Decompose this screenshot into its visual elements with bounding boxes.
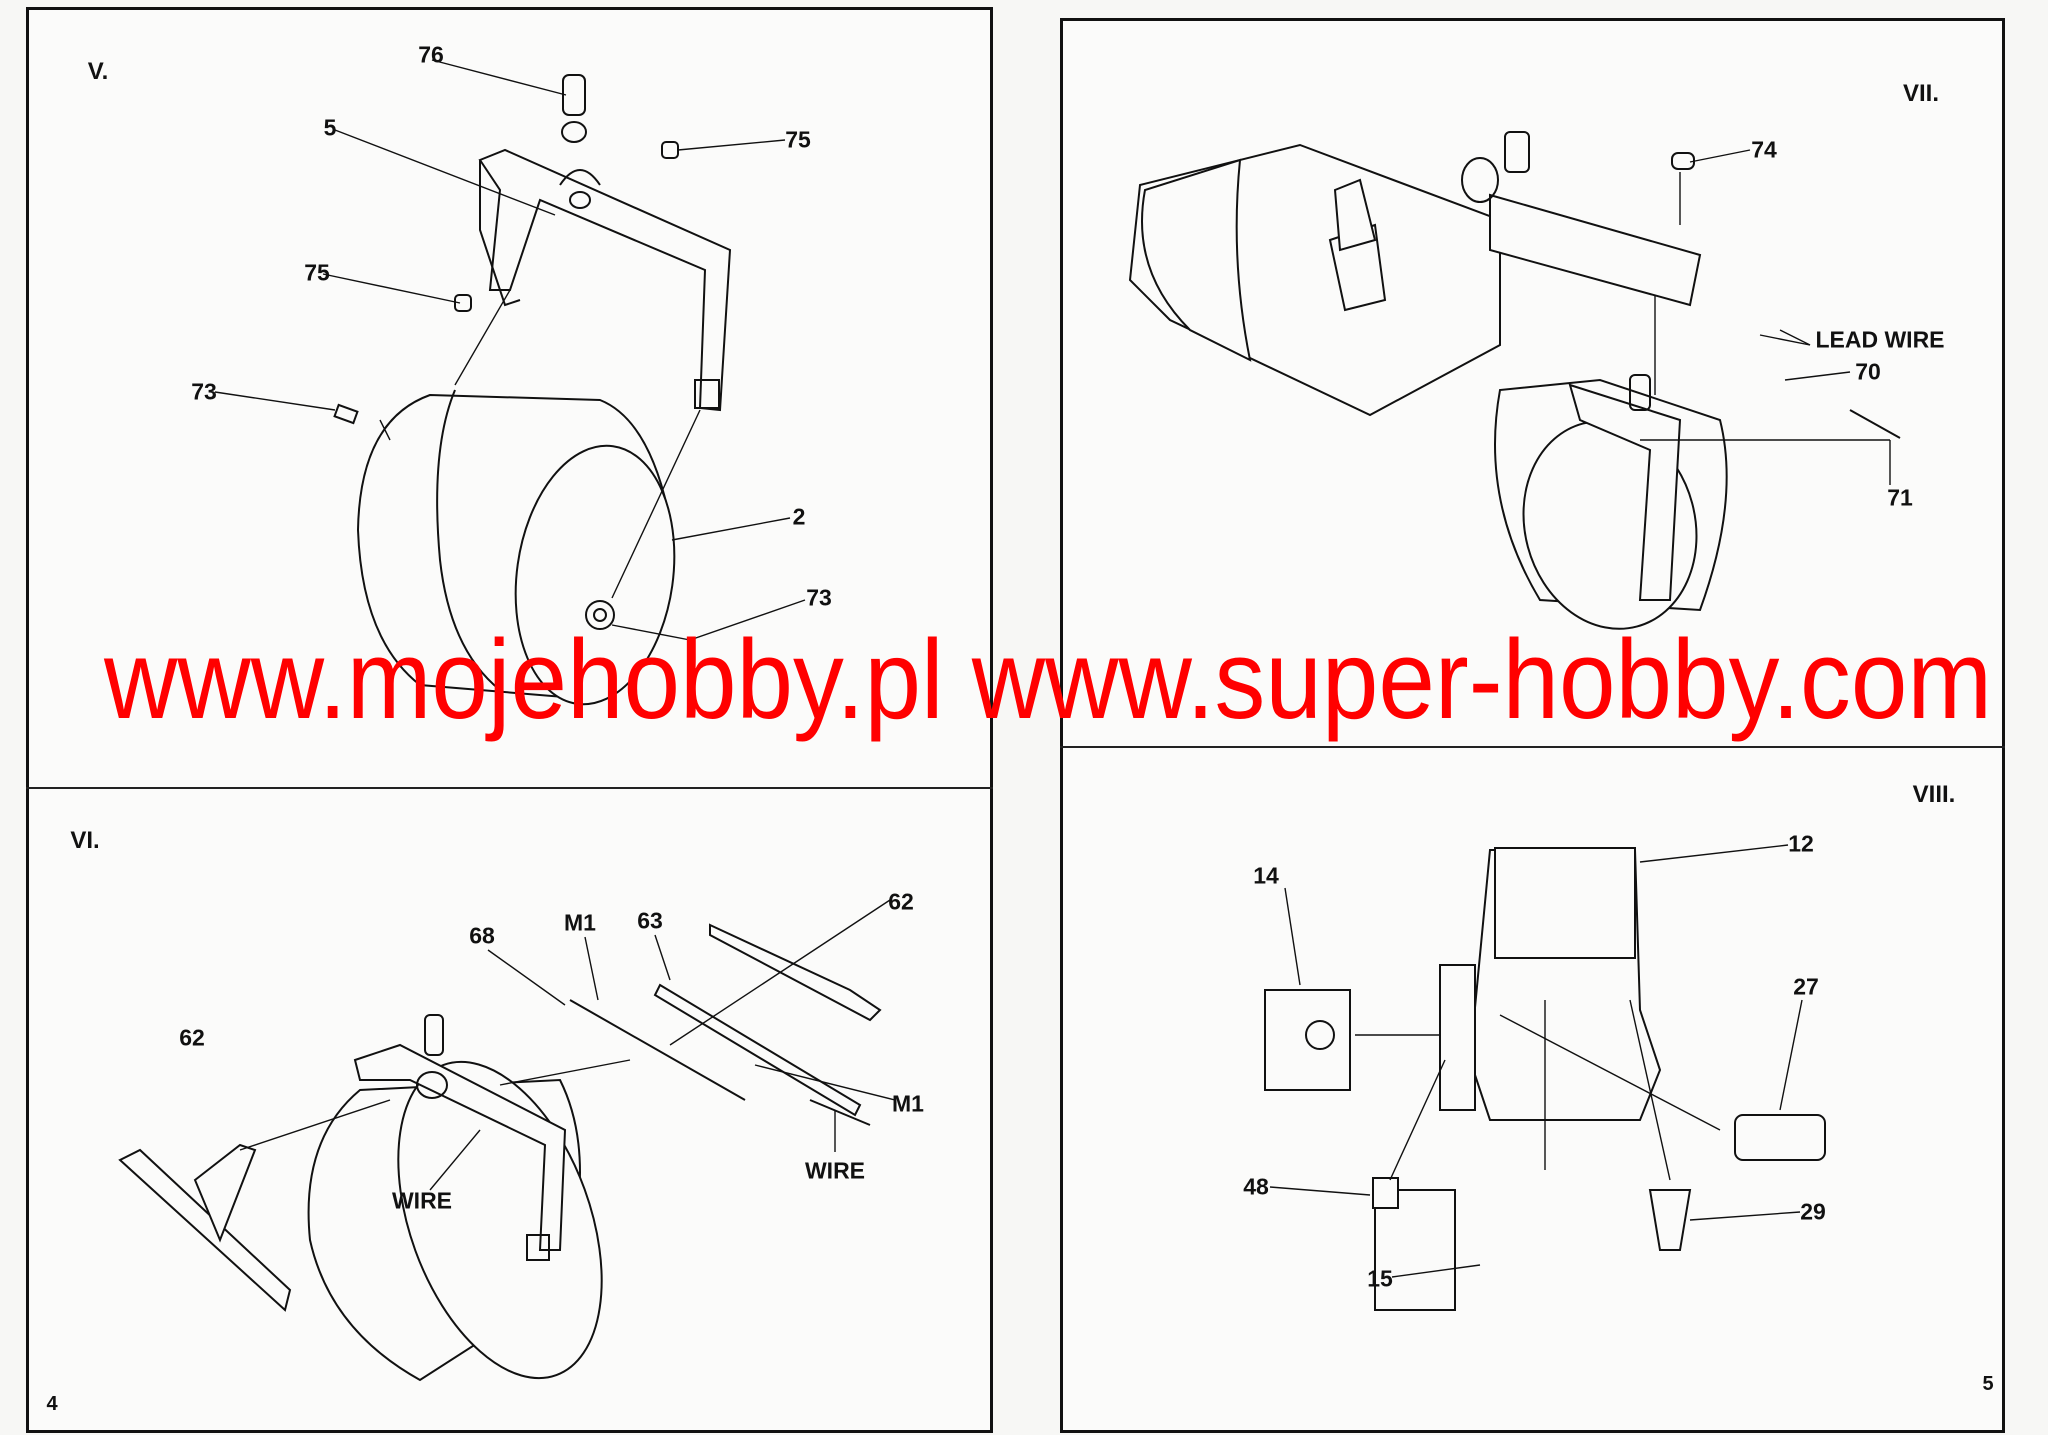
part-label-73: 73 (191, 378, 217, 405)
step-v-drawing (214, 59, 806, 706)
part-label-71: 71 (1887, 484, 1913, 511)
part-label-75: 75 (785, 126, 811, 153)
step-vii-title: VII. (1902, 80, 1940, 107)
step-vii-drawing (1128, 131, 1901, 630)
part-label-29: 29 (1800, 1198, 1826, 1225)
page-number-right: 5 (1982, 1373, 1994, 1395)
step-viii-drawing (1264, 844, 1826, 1311)
part-label-2: 2 (792, 503, 806, 530)
part-label-27: 27 (1793, 973, 1819, 1000)
part-label-62: 62 (888, 888, 914, 915)
part-label-m1: M1 (892, 1090, 924, 1117)
part-label-48: 48 (1243, 1173, 1269, 1200)
part-label-76: 76 (418, 41, 444, 68)
part-label-15: 15 (1367, 1265, 1393, 1292)
step-vi-drawing (118, 899, 896, 1382)
wire-label: WIRE (804, 1157, 866, 1184)
part-label-14: 14 (1253, 862, 1279, 889)
part-label-70: 70 (1855, 358, 1881, 385)
step-vi-title: VI. (70, 827, 100, 854)
part-label-73: 73 (806, 584, 832, 611)
right-page-divider (1060, 746, 2005, 748)
part-label-12: 12 (1788, 830, 1814, 857)
left-page-divider (26, 787, 993, 789)
part-label-63: 63 (637, 907, 663, 934)
step-v-title: V. (87, 58, 109, 85)
lead-wire-label: LEAD WIRE (1815, 326, 1945, 353)
part-label-5: 5 (323, 114, 337, 141)
wire-label: WIRE (391, 1187, 453, 1214)
part-label-68: 68 (469, 922, 495, 949)
step-viii-title: VIII. (1912, 781, 1956, 808)
page-number-left: 4 (46, 1393, 58, 1415)
part-label-m1: M1 (564, 909, 596, 936)
part-label-74: 74 (1751, 136, 1777, 163)
part-label-62: 62 (179, 1024, 205, 1051)
part-label-75: 75 (304, 259, 330, 286)
